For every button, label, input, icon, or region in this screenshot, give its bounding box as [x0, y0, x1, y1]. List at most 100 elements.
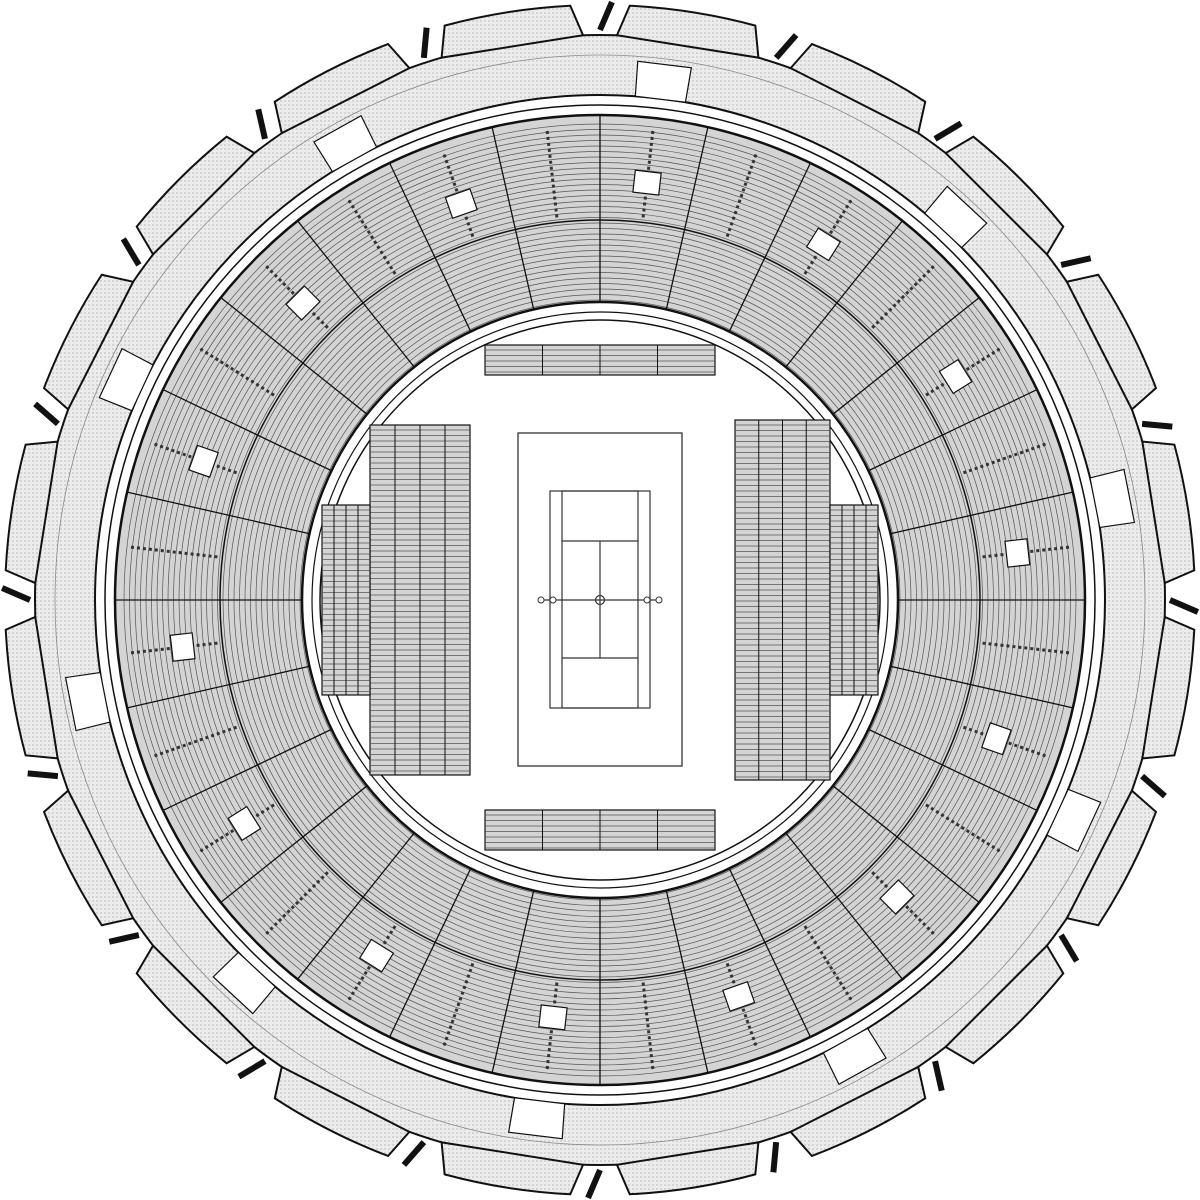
vomitory	[722, 980, 756, 1012]
net-post	[549, 596, 557, 604]
aisle-stair	[803, 925, 854, 1003]
service-room	[1046, 788, 1102, 853]
facade-pavilion	[135, 135, 256, 256]
vomitory	[227, 805, 262, 842]
service-room	[212, 951, 277, 1015]
section-divider	[830, 783, 980, 903]
facade-pier	[933, 120, 963, 142]
net-post	[537, 596, 545, 604]
facade-pavilion	[789, 42, 927, 135]
section-divider	[665, 127, 709, 313]
section-divider	[887, 491, 1073, 535]
facade-pavilion	[1065, 273, 1158, 411]
section-divider	[297, 830, 417, 980]
section-divider	[865, 727, 1038, 812]
facade-pavilion	[615, 1141, 760, 1196]
tennis-court	[517, 432, 683, 767]
facade-pavilion	[944, 944, 1065, 1065]
section-divider	[127, 665, 313, 709]
section-divider	[388, 162, 473, 335]
lower-seating-blocks	[321, 344, 879, 851]
facade-pavilion	[789, 1065, 927, 1158]
section-divider	[783, 220, 903, 370]
vomitory	[358, 938, 395, 973]
walkway-ring	[311, 311, 889, 889]
facade-pavilion	[42, 273, 135, 411]
section-divider	[865, 388, 1038, 473]
vomitory	[879, 879, 915, 915]
service-room	[1089, 468, 1136, 529]
facade-pavilion	[440, 4, 585, 59]
aisle-stair	[263, 871, 329, 937]
section-divider	[830, 297, 980, 417]
facade-pier	[401, 1140, 427, 1167]
facade-pavilion	[273, 1065, 411, 1158]
vomitory	[188, 444, 220, 478]
aisle-stair	[151, 441, 238, 475]
section-divider	[127, 491, 313, 535]
section-divider	[665, 887, 709, 1073]
facade-pavilion	[4, 615, 59, 760]
section-divider	[491, 127, 535, 313]
facade-pier	[1140, 773, 1167, 799]
section-divider	[388, 865, 473, 1038]
vomitory	[980, 722, 1012, 756]
facade-pavilion	[1141, 615, 1196, 760]
section-divider	[220, 297, 370, 417]
aisle-stair	[151, 725, 238, 759]
section-divider	[887, 665, 1073, 709]
facade-pavilion	[4, 440, 59, 585]
service-room	[634, 60, 693, 103]
facade-pier	[1060, 255, 1092, 268]
vomitory	[805, 227, 842, 262]
facade-pier	[585, 1168, 603, 1200]
aisle-stair	[641, 982, 655, 1073]
aisle-stair	[545, 127, 559, 218]
facade-pier	[1168, 597, 1200, 615]
facade-pier	[120, 237, 142, 267]
service-room	[822, 1027, 887, 1086]
aisle-stair	[346, 197, 397, 275]
aisle-stair	[197, 346, 275, 397]
facade-pavilion	[944, 135, 1065, 256]
vomitory	[538, 1004, 568, 1031]
facade-pier	[597, 0, 615, 32]
facade-pavilion	[1141, 440, 1196, 585]
vomitory	[1004, 538, 1031, 568]
facade-pier	[770, 1141, 780, 1173]
service-room	[98, 347, 154, 412]
aisle-stair	[725, 962, 759, 1049]
service-room	[507, 1097, 566, 1140]
facade-pavilion	[440, 1141, 585, 1196]
net-post	[643, 596, 651, 604]
net-post	[655, 596, 663, 604]
section-divider	[491, 887, 535, 1073]
section-divider	[727, 162, 812, 335]
aisle-stair	[962, 441, 1049, 475]
aisle-stair	[871, 263, 937, 329]
facade-pier	[33, 401, 60, 427]
facade-pier	[0, 585, 32, 603]
section-divider	[162, 388, 335, 473]
aisle-stair	[962, 725, 1049, 759]
section-divider	[220, 783, 370, 903]
facade-pier	[1141, 420, 1173, 430]
facade-pier	[108, 932, 140, 945]
section-divider	[783, 830, 903, 980]
service-room	[923, 185, 988, 249]
section-divider	[727, 865, 812, 1038]
aisle-stair	[441, 151, 475, 238]
facade-pavilion	[42, 789, 135, 927]
facade-pavilion	[615, 4, 760, 59]
facade-pier	[932, 1060, 945, 1092]
aisle-stair	[982, 641, 1073, 655]
center-mark	[594, 594, 606, 606]
vomitory	[632, 169, 662, 196]
facade-pier	[237, 1058, 267, 1080]
facade-pavilion	[135, 944, 256, 1065]
section-divider	[162, 727, 335, 812]
aisle-stair	[127, 545, 218, 559]
aisle-stair	[725, 151, 759, 238]
